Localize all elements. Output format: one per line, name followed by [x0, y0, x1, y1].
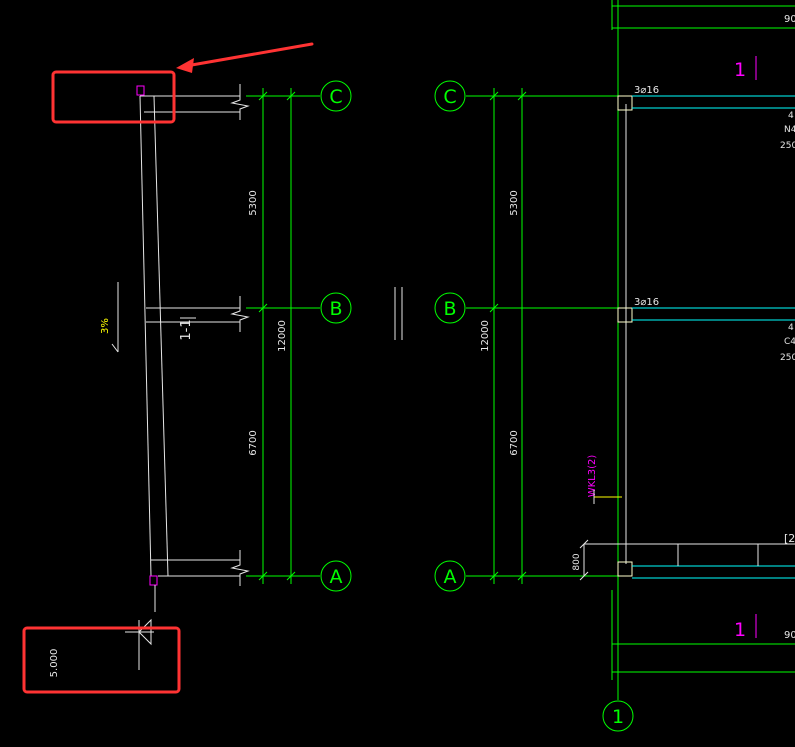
beam-tag-label: WKL3(2) [587, 455, 598, 498]
axis-a-label-right: A [444, 566, 457, 588]
column-b [617, 307, 633, 323]
panel-break-symbol [394, 287, 403, 340]
break-line-c [230, 84, 250, 120]
axis-c-label-right: C [443, 86, 456, 108]
a-label: [2 [784, 532, 795, 545]
left-section-view: C B A 5300 6700 12000 [22, 42, 352, 694]
dim-5300-right: 5300 [509, 190, 520, 215]
highlight-box-top [51, 70, 176, 124]
axis-c-label-left: C [329, 86, 342, 108]
axis-bubble-1-bottom: 1 [602, 700, 634, 732]
column-a [617, 561, 633, 577]
red-arrow [176, 42, 314, 73]
section-mark-label: 1-1 [179, 319, 194, 340]
axis-bubble-b-right: B [434, 292, 466, 324]
slope-label: 3% [100, 318, 111, 334]
magenta-marker-bottom [149, 575, 158, 586]
bottom-90-label: 90 [784, 630, 795, 641]
axis-a-label-left: A [330, 566, 343, 588]
dim-12000-right: 12000 [480, 320, 491, 352]
elevation-label: 5.000 [49, 649, 60, 678]
dim-800: 800 [572, 553, 582, 570]
left-axis-lines [246, 88, 320, 584]
axis-bubble-b-left: B [320, 292, 352, 324]
break-line-a [230, 550, 250, 586]
slope-annotation: 3% [100, 282, 119, 353]
magenta-marker-top [136, 85, 145, 96]
dim-5300-left: 5300 [248, 190, 259, 215]
highlight-box-bottom [22, 626, 181, 694]
dim-12000-left: 12000 [277, 320, 288, 352]
axis-b-label-right: B [443, 298, 456, 320]
sloped-slab [139, 95, 169, 577]
elevation-marker: 5.000 [49, 585, 156, 678]
bottom-one-mark: 1 [734, 619, 746, 641]
axis-bubble-a-right: A [434, 560, 466, 592]
rebar-label-b: 3⌀16 [634, 297, 659, 308]
plan-beams [632, 95, 795, 579]
beam-note-c-3: 250 [780, 141, 795, 151]
beam-note-c-2: N4 [784, 125, 795, 135]
plan-wall [617, 95, 633, 577]
dim-6700-right: 6700 [509, 430, 520, 455]
plan-a-detail [579, 539, 795, 581]
dim-6700-left: 6700 [248, 430, 259, 455]
beam-note-c-1: 4 [788, 111, 794, 121]
beam-note-b-2: C4 [784, 337, 795, 347]
column-c [617, 95, 633, 111]
axis-bubble-a-left: A [320, 560, 352, 592]
right-axis-lines [466, 0, 795, 700]
axis-bubble-c-left: C [320, 80, 352, 112]
rebar-label-c: 3⌀16 [634, 85, 659, 96]
section-mark: 1-1 [179, 317, 196, 341]
beam-tag: WKL3(2) [587, 455, 622, 504]
right-plan-view: C B A 1 [434, 0, 795, 732]
top-one-mark: 1 [734, 59, 746, 81]
beam-note-b-3: 250 [780, 353, 795, 363]
top-90-label: 90 [784, 14, 795, 25]
break-line-b [230, 296, 250, 332]
axis-1-label: 1 [612, 706, 624, 728]
axis-bubble-c-right: C [434, 80, 466, 112]
beam-stubs [140, 84, 250, 586]
beam-note-b-1: 4 [788, 323, 794, 333]
axis-b-label-left: B [329, 298, 342, 320]
